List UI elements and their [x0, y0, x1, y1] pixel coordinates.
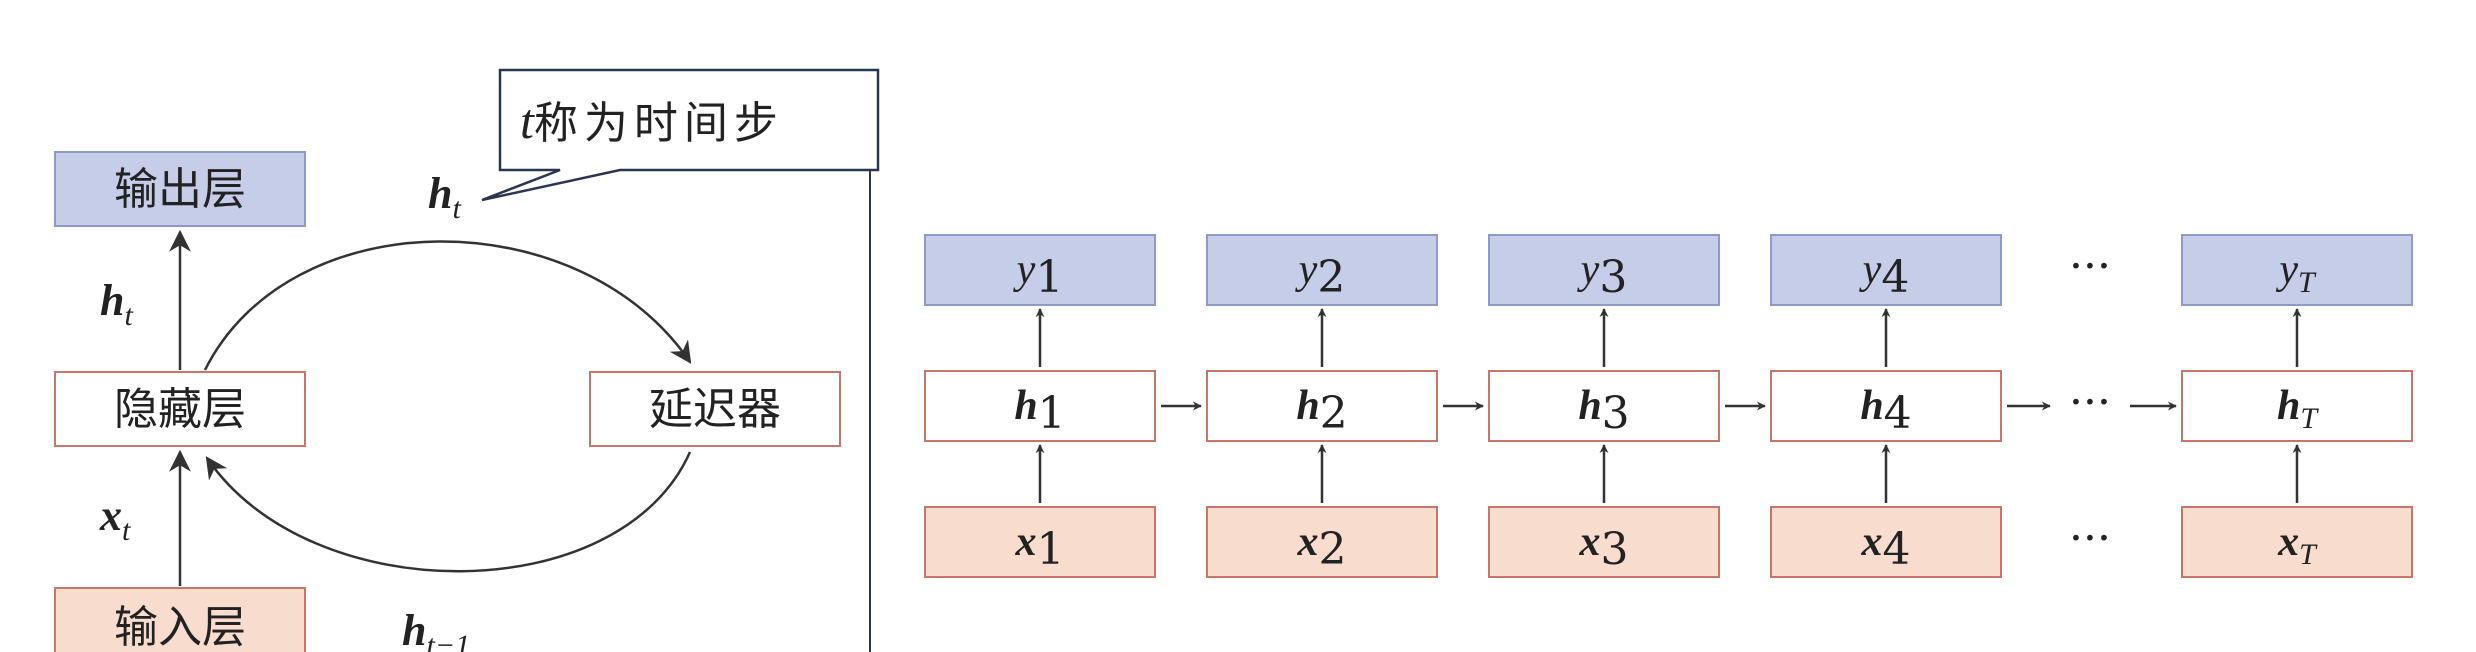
input-layer-box: [54, 587, 306, 652]
input-label-4: x4: [1861, 519, 1911, 575]
ellipsis-input: ···: [2069, 513, 2111, 564]
hidden-label-1: h1: [1014, 383, 1065, 439]
output-box-3: [1488, 234, 1720, 306]
left-panel: 输出层 隐藏层 延迟器 输入层 ht xt ht ht−1: [54, 68, 880, 652]
hidden-label-2: h2: [1296, 383, 1347, 439]
ellipsis-output: ···: [2069, 241, 2111, 292]
callout-text: t称为时间步: [520, 93, 784, 149]
hidden-layer-label: 隐藏层: [114, 384, 246, 435]
output-box-1: [924, 234, 1156, 306]
input-layer-label: 输入层: [114, 602, 246, 652]
input-box-5: [2181, 506, 2413, 578]
hidden-box-1: [924, 370, 1156, 442]
hidden-label-5: hT: [2277, 383, 2319, 435]
ellipsis-hidden: ···: [2069, 377, 2111, 428]
callout-bubble: [481, 68, 880, 202]
input-label-5: xT: [2277, 519, 2318, 571]
hidden-layer-box: [54, 371, 306, 447]
time-step-callout: t称为时间步: [481, 68, 880, 202]
input-label-3: x3: [1579, 519, 1629, 575]
hidden-box-2: [1206, 370, 1438, 442]
input-box-1: [924, 506, 1156, 578]
arrow-delay-to-hidden: [205, 451, 692, 573]
right-panel-unrolled: y1 h1 x1 y2 h2 x2 y3 h3 x3 y4 h4 x4 yT hT xT ··· ··· ···: [924, 234, 2413, 578]
output-box-4: [1770, 234, 2002, 306]
hidden-label-3: h3: [1578, 383, 1629, 439]
output-label-5: yT: [2275, 247, 2317, 299]
input-label-2: x2: [1297, 519, 1347, 575]
arrow-hidden-to-delay: [203, 240, 692, 371]
hidden-box-5: [2181, 370, 2413, 442]
ht-minus-1-label: ht−1: [402, 606, 470, 652]
input-box-4: [1770, 506, 2002, 578]
hidden-box-4: [1770, 370, 2002, 442]
input-label-1: x1: [1015, 519, 1065, 575]
output-box-5: [2181, 234, 2413, 306]
input-box-3: [1488, 506, 1720, 578]
hidden-box-3: [1488, 370, 1720, 442]
output-label-4: y4: [1859, 247, 1910, 303]
delay-unit-label: 延迟器: [649, 384, 781, 435]
output-label-2: y2: [1295, 247, 1346, 303]
output-label-3: y3: [1577, 247, 1628, 303]
hidden-label-4: h4: [1860, 383, 1911, 439]
output-box-2: [1206, 234, 1438, 306]
ht-label-top: ht: [428, 169, 461, 225]
xt-label: xt: [99, 491, 131, 547]
input-box-2: [1206, 506, 1438, 578]
output-layer-label: 输出层: [114, 164, 246, 215]
output-layer-box: [54, 151, 306, 227]
output-label-1: y1: [1013, 247, 1064, 303]
delay-unit-box: [589, 371, 841, 447]
ht-label-left: ht: [100, 276, 133, 332]
